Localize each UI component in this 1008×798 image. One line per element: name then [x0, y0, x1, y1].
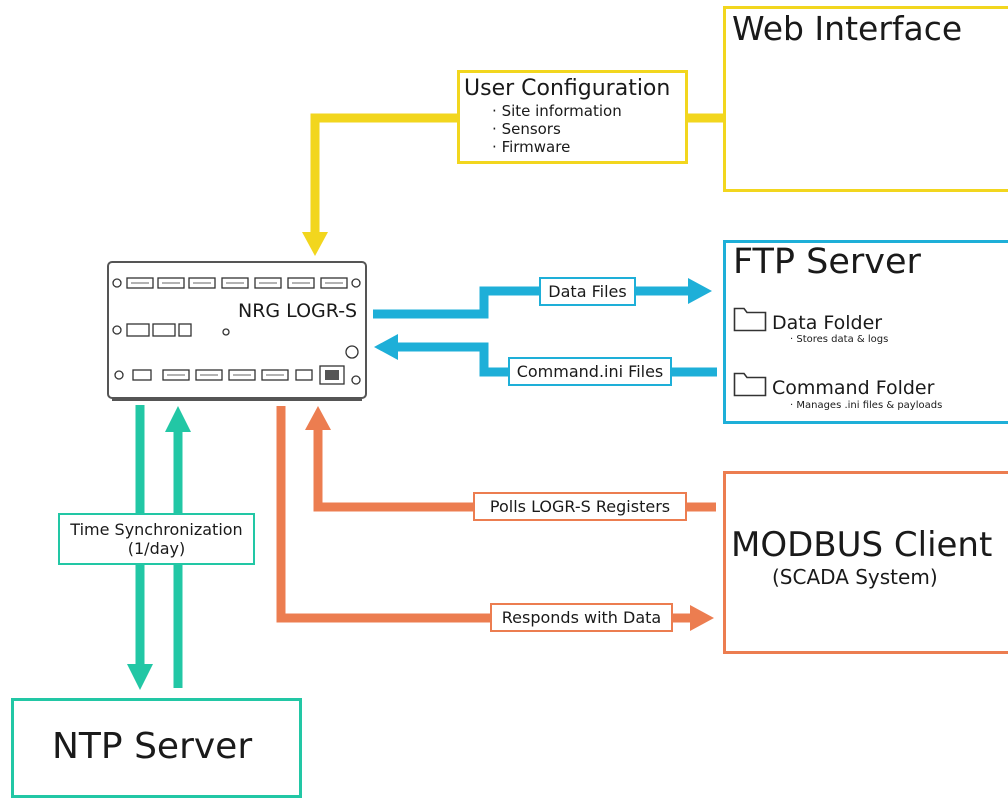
user-configuration-box: User Configuration · Site information · …: [457, 70, 688, 164]
modbus-client-box: [723, 471, 1008, 654]
config-item: · Firmware: [492, 138, 685, 156]
responds-with-data-label: Responds with Data: [490, 603, 673, 632]
time-sync-label: Time Synchronization (1/day): [58, 513, 255, 565]
data-folder-name: Data Folder: [772, 312, 883, 334]
ntp-server-title: NTP Server: [52, 726, 253, 767]
time-sync-up-arrowhead: [165, 406, 191, 432]
data-files-line: [373, 286, 688, 319]
config-item: · Site information: [492, 102, 685, 120]
device-name-label: NRG LOGR-S: [238, 300, 358, 322]
ftp-server-title: FTP Server: [733, 242, 921, 282]
data-files-arrowhead: [688, 278, 712, 304]
time-sync-label-line1: Time Synchronization: [70, 520, 243, 539]
command-folder-name: Command Folder: [772, 377, 935, 399]
command-ini-files-label: Command.ini Files: [508, 357, 672, 386]
bullet-icon: ·: [492, 102, 497, 120]
time-sync-label-line2: (1/day): [127, 539, 186, 558]
responds-arrowhead: [690, 605, 714, 631]
config-flow-arrowhead: [302, 232, 328, 256]
time-sync-down-arrowhead: [127, 664, 153, 690]
data-folder-description: · Stores data & logs: [790, 334, 889, 345]
polls-arrowhead: [305, 406, 331, 430]
web-interface-box: [723, 6, 1008, 192]
bullet-icon: ·: [492, 138, 497, 156]
data-files-label: Data Files: [539, 277, 636, 306]
user-configuration-title: User Configuration: [464, 76, 671, 101]
web-interface-title: Web Interface: [732, 9, 963, 48]
config-item-label: Firmware: [501, 138, 571, 156]
bullet-icon: ·: [492, 120, 497, 138]
modbus-client-subtitle: (SCADA System): [772, 565, 938, 589]
modbus-client-title: MODBUS Client: [731, 525, 993, 565]
config-item-label: Sensors: [501, 120, 561, 138]
ftp-server-box: [723, 240, 1008, 424]
config-item: · Sensors: [492, 120, 685, 138]
command-files-arrowhead: [374, 334, 398, 360]
polls-registers-label: Polls LOGR-S Registers: [473, 492, 687, 521]
folder-icon: [733, 307, 767, 332]
logger-device-illustration: [107, 261, 367, 401]
config-item-label: Site information: [501, 102, 622, 120]
command-folder-description: · Manages .ini files & payloads: [790, 400, 943, 411]
folder-icon: [733, 372, 767, 397]
